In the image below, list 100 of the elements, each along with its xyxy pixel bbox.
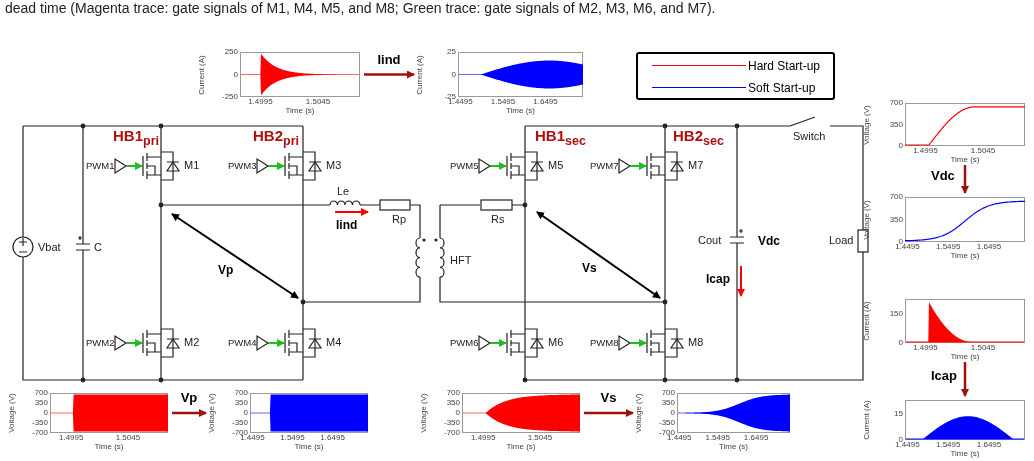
quantity-label: Icap <box>706 273 730 285</box>
quantity-label: Vdc <box>758 235 780 247</box>
tick-label: 1.5045 <box>970 344 996 352</box>
edge-label: Vs <box>600 391 617 404</box>
tick-label: -350 <box>232 419 248 427</box>
tick-label: 0 <box>243 409 248 417</box>
axis-title: Voltage (V) <box>8 393 16 433</box>
caption-text: dead time (Magenta trace: gate signals of M1, M4, M5, and M8; Green trace: gate signals of M2, M3, M6, and M7). <box>5 1 716 15</box>
tick-label: 1.5495 <box>935 243 961 251</box>
arrow <box>172 409 207 417</box>
axis-title: Time (s) <box>506 107 535 115</box>
axis-title: Time (s) <box>719 443 748 451</box>
signal-label: PWM7 <box>590 161 619 171</box>
arrow <box>584 409 634 417</box>
tick-label: -250 <box>222 93 238 101</box>
edge-label: Icap <box>931 369 957 382</box>
component-label: Rs <box>491 214 505 225</box>
signal-label: PWM6 <box>450 338 479 348</box>
component-label: M3 <box>326 160 342 171</box>
tick-label: -700 <box>32 429 48 437</box>
bridge-label: HB1$_{pri}$ <box>113 128 159 148</box>
component-label: Load <box>829 235 854 246</box>
tick-label: 1.5045 <box>115 434 141 442</box>
axis-title: Current (A) <box>863 301 871 341</box>
tick-label: 0 <box>455 409 460 417</box>
tick-label: 1.6495 <box>533 98 558 106</box>
arrow <box>961 362 969 397</box>
component-label: Rp <box>392 214 407 225</box>
quantity-label: Vs <box>582 262 597 274</box>
axis-title: Time (s) <box>94 443 124 451</box>
legend-label: Hard Start-up <box>748 60 821 72</box>
tick-label: 1.6495 <box>976 441 1002 449</box>
component-label: M8 <box>688 337 704 348</box>
component-label: M7 <box>688 160 704 171</box>
component-label: M5 <box>548 160 564 171</box>
component-label: M4 <box>326 337 342 348</box>
component-label: HFT <box>450 255 472 266</box>
tick-label: 15 <box>894 410 903 418</box>
axis-title: Current (A) <box>198 54 206 95</box>
component-label: M2 <box>184 337 200 348</box>
axis-title: Voltage (V) <box>635 393 643 433</box>
tick-label: 350 <box>661 399 675 407</box>
tick-label: 0 <box>233 70 238 79</box>
axis-title: Time (s) <box>950 353 980 361</box>
component-label: Vbat <box>38 242 61 253</box>
axis-title: Time (s) <box>506 443 536 451</box>
bridge-label: HB1$_{sec}$ <box>535 128 586 148</box>
arrow <box>961 165 969 194</box>
tick-label: 1.4495 <box>895 243 920 251</box>
tick-label: 700 <box>34 389 48 397</box>
tick-label: 0 <box>898 436 903 444</box>
tick-label: 700 <box>234 389 248 397</box>
tick-label: 0 <box>670 409 675 417</box>
tick-label: 0 <box>898 339 903 347</box>
tick-label: 350 <box>34 399 48 407</box>
bridge-label: HB2$_{pri}$ <box>253 128 299 148</box>
axis-title: Voltage (V) <box>420 393 428 433</box>
tick-label: 1.5045 <box>527 434 553 442</box>
tick-label: -350 <box>32 419 48 427</box>
component-label: Le <box>337 186 350 197</box>
tick-label: 1.4995 <box>471 434 496 442</box>
tick-label: 1.5045 <box>305 98 331 106</box>
tick-label: -700 <box>444 429 460 437</box>
tick-label: 0 <box>451 70 456 79</box>
arrow <box>364 70 415 79</box>
signal-label: PWM5 <box>450 161 479 171</box>
quantity-label: Vp <box>218 264 234 276</box>
tick-label: 1.4995 <box>59 434 84 442</box>
axis-title: Time (s) <box>950 156 980 164</box>
edge-label: Iind <box>377 52 401 66</box>
tick-label: 1.5495 <box>935 441 961 449</box>
tick-label: 150 <box>889 309 903 318</box>
tick-label: 1.5495 <box>705 434 730 442</box>
component-label: M6 <box>548 337 564 348</box>
axis-title: Current (A) <box>416 54 424 95</box>
tick-label: 1.6495 <box>743 434 769 442</box>
tick-label: 1.5495 <box>280 434 305 442</box>
tick-label: 350 <box>446 399 460 407</box>
tick-label: 700 <box>889 193 903 201</box>
tick-label: 1.4495 <box>240 434 265 442</box>
tick-label: 700 <box>446 389 460 397</box>
tick-label: -350 <box>659 419 675 427</box>
legend-label: Soft Start-up <box>748 82 816 94</box>
tick-label: 0 <box>43 409 48 417</box>
tick-label: 1.4495 <box>448 98 473 106</box>
edge-label: Vp <box>180 391 198 404</box>
tick-label: 25 <box>447 48 456 56</box>
component-label: C <box>94 242 102 253</box>
tick-label: 1.4995 <box>913 147 938 155</box>
signal-label: PWM2 <box>86 338 115 348</box>
axis-title: Voltage (V) <box>208 393 216 433</box>
tick-label: 350 <box>234 399 248 407</box>
bridge-label: HB2$_{sec}$ <box>673 128 724 148</box>
component-label: Cout <box>698 235 722 246</box>
tick-label: 250 <box>224 48 238 56</box>
tick-label: 1.5045 <box>970 147 996 155</box>
tick-label: 700 <box>889 99 903 107</box>
tick-label: 1.4495 <box>667 434 692 442</box>
axis-title: Time (s) <box>950 252 980 260</box>
axis-title: Current (A) <box>863 400 871 440</box>
